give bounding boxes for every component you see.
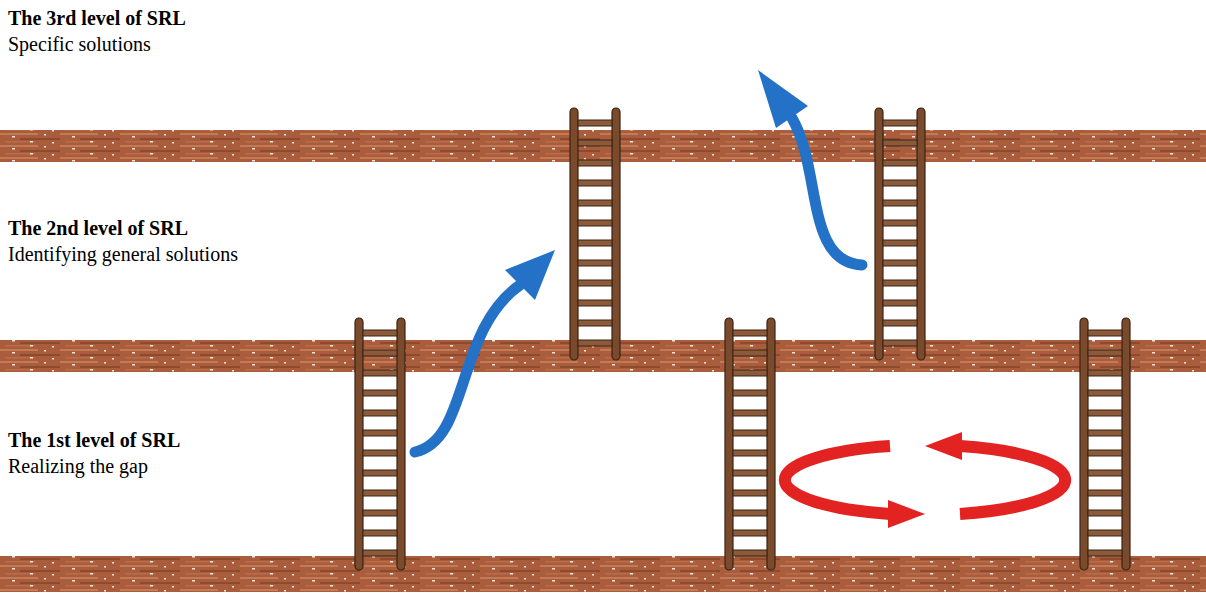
ladder [570, 108, 620, 360]
loop-arrow [785, 446, 890, 514]
level-heading: The 2nd level of SRL [8, 216, 188, 240]
ladder [1080, 318, 1130, 570]
ladder [725, 318, 775, 570]
progress-arrow [415, 285, 520, 452]
arrow-head [505, 250, 555, 300]
level-heading: The 3rd level of SRL [8, 6, 186, 30]
arrow-head [925, 432, 962, 460]
ladder [355, 318, 405, 570]
ladder [875, 108, 925, 360]
progress-arrow [792, 118, 862, 265]
level-description: Specific solutions [8, 32, 151, 56]
level-description: Realizing the gap [8, 454, 148, 478]
level-floor [0, 556, 1206, 592]
level-description: Identifying general solutions [8, 242, 238, 266]
loop-arrow [960, 446, 1065, 514]
arrow-head [888, 500, 925, 528]
level-heading: The 1st level of SRL [8, 428, 180, 452]
arrow-head [758, 70, 808, 128]
